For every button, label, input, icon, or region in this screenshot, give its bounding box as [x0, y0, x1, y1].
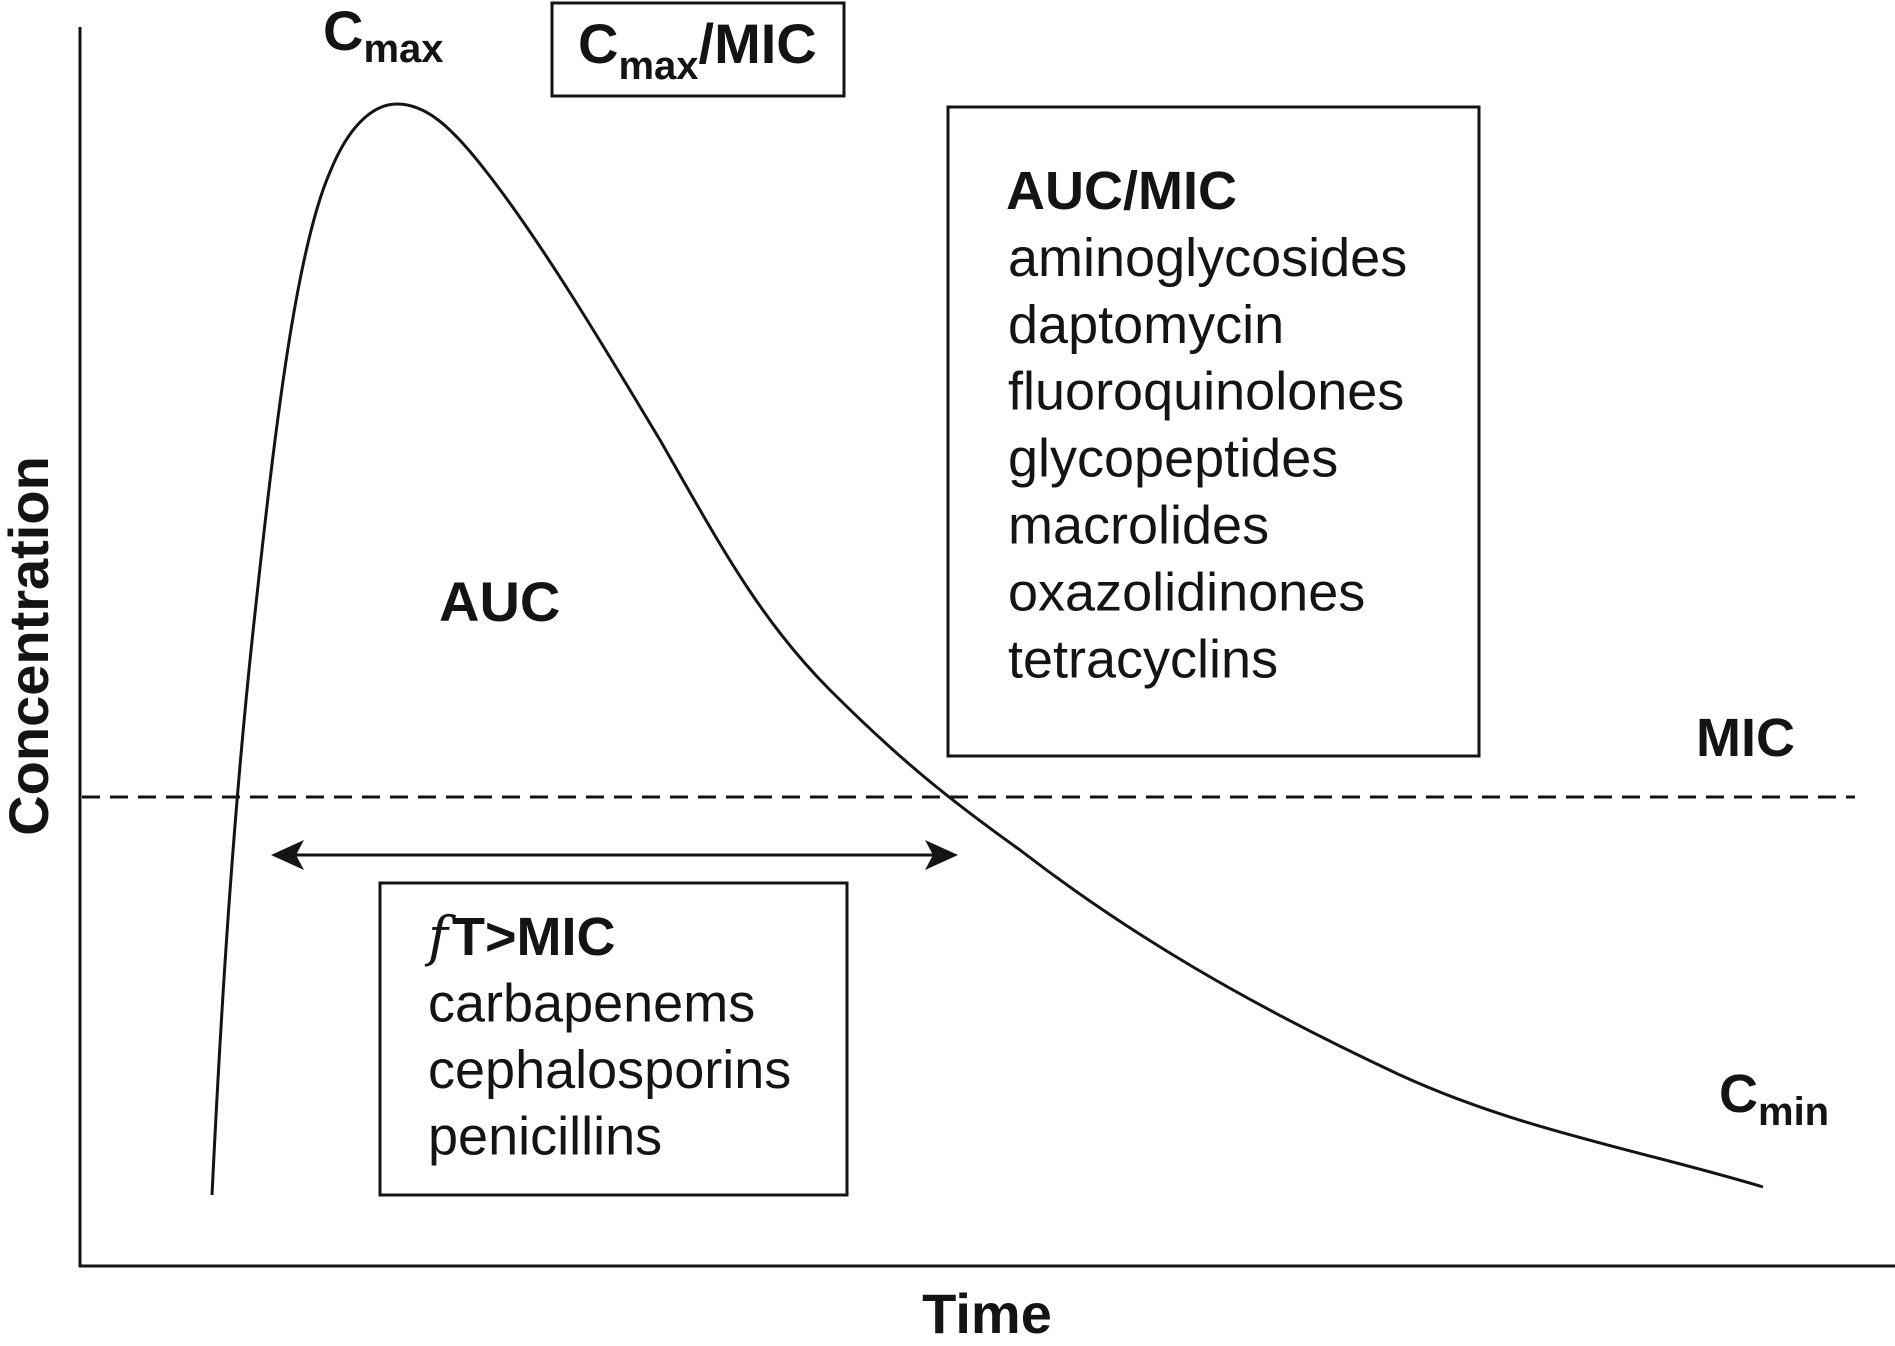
drug-class-item: penicillins [428, 1107, 662, 1167]
ft-mic-heading: fT>MIC [424, 905, 616, 968]
y-axis-label: Concentration [0, 456, 60, 836]
cmax-base: C [323, 0, 363, 62]
auc-mic-heading: AUC/MIC [1006, 161, 1237, 221]
cmax-subscript: max [363, 27, 443, 71]
drug-class-item: carbapenems [428, 974, 755, 1034]
drug-class-item: fluoroquinolones [1008, 362, 1404, 422]
x-axis-label: Time [922, 1282, 1052, 1345]
ft-mic-heading-rest: T>MIC [452, 907, 616, 967]
drug-class-item: daptomycin [1008, 295, 1284, 355]
cmax-mic-suffix: /MIC [699, 12, 817, 75]
mic-label: MIC [1696, 708, 1795, 768]
auc-mic-box: AUC/MIC aminoglycosides daptomycin fluoroq… [946, 105, 1481, 758]
arrowhead-right [925, 840, 958, 870]
cmax-mic-box: Cmax/MIC [550, 1, 846, 98]
drug-class-item: tetracyclins [1008, 629, 1278, 689]
arrowhead-left [271, 840, 304, 870]
drug-class-item: cephalosporins [428, 1040, 791, 1100]
cmax-mic-label: Cmax/MIC [578, 12, 817, 88]
drug-class-item: oxazolidinones [1008, 562, 1365, 622]
cmax-label: Cmax [323, 0, 444, 71]
cmin-subscript: min [1758, 1090, 1829, 1134]
auc-label: AUC [439, 570, 560, 633]
cmax-mic-subscript: max [618, 44, 698, 88]
drug-class-item: macrolides [1008, 496, 1269, 556]
drug-class-item: glycopeptides [1008, 429, 1338, 489]
cmax-mic-base: C [578, 12, 618, 75]
cmin-label: Cmin [1719, 1064, 1829, 1134]
auc-mic-drug-list: aminoglycosides daptomycin fluoroquinolone… [1008, 228, 1407, 689]
time-above-mic-arrow [271, 840, 958, 870]
drug-class-item: aminoglycosides [1008, 228, 1407, 288]
concentration-curve [210, 102, 1764, 1196]
cmin-base: C [1719, 1064, 1758, 1124]
